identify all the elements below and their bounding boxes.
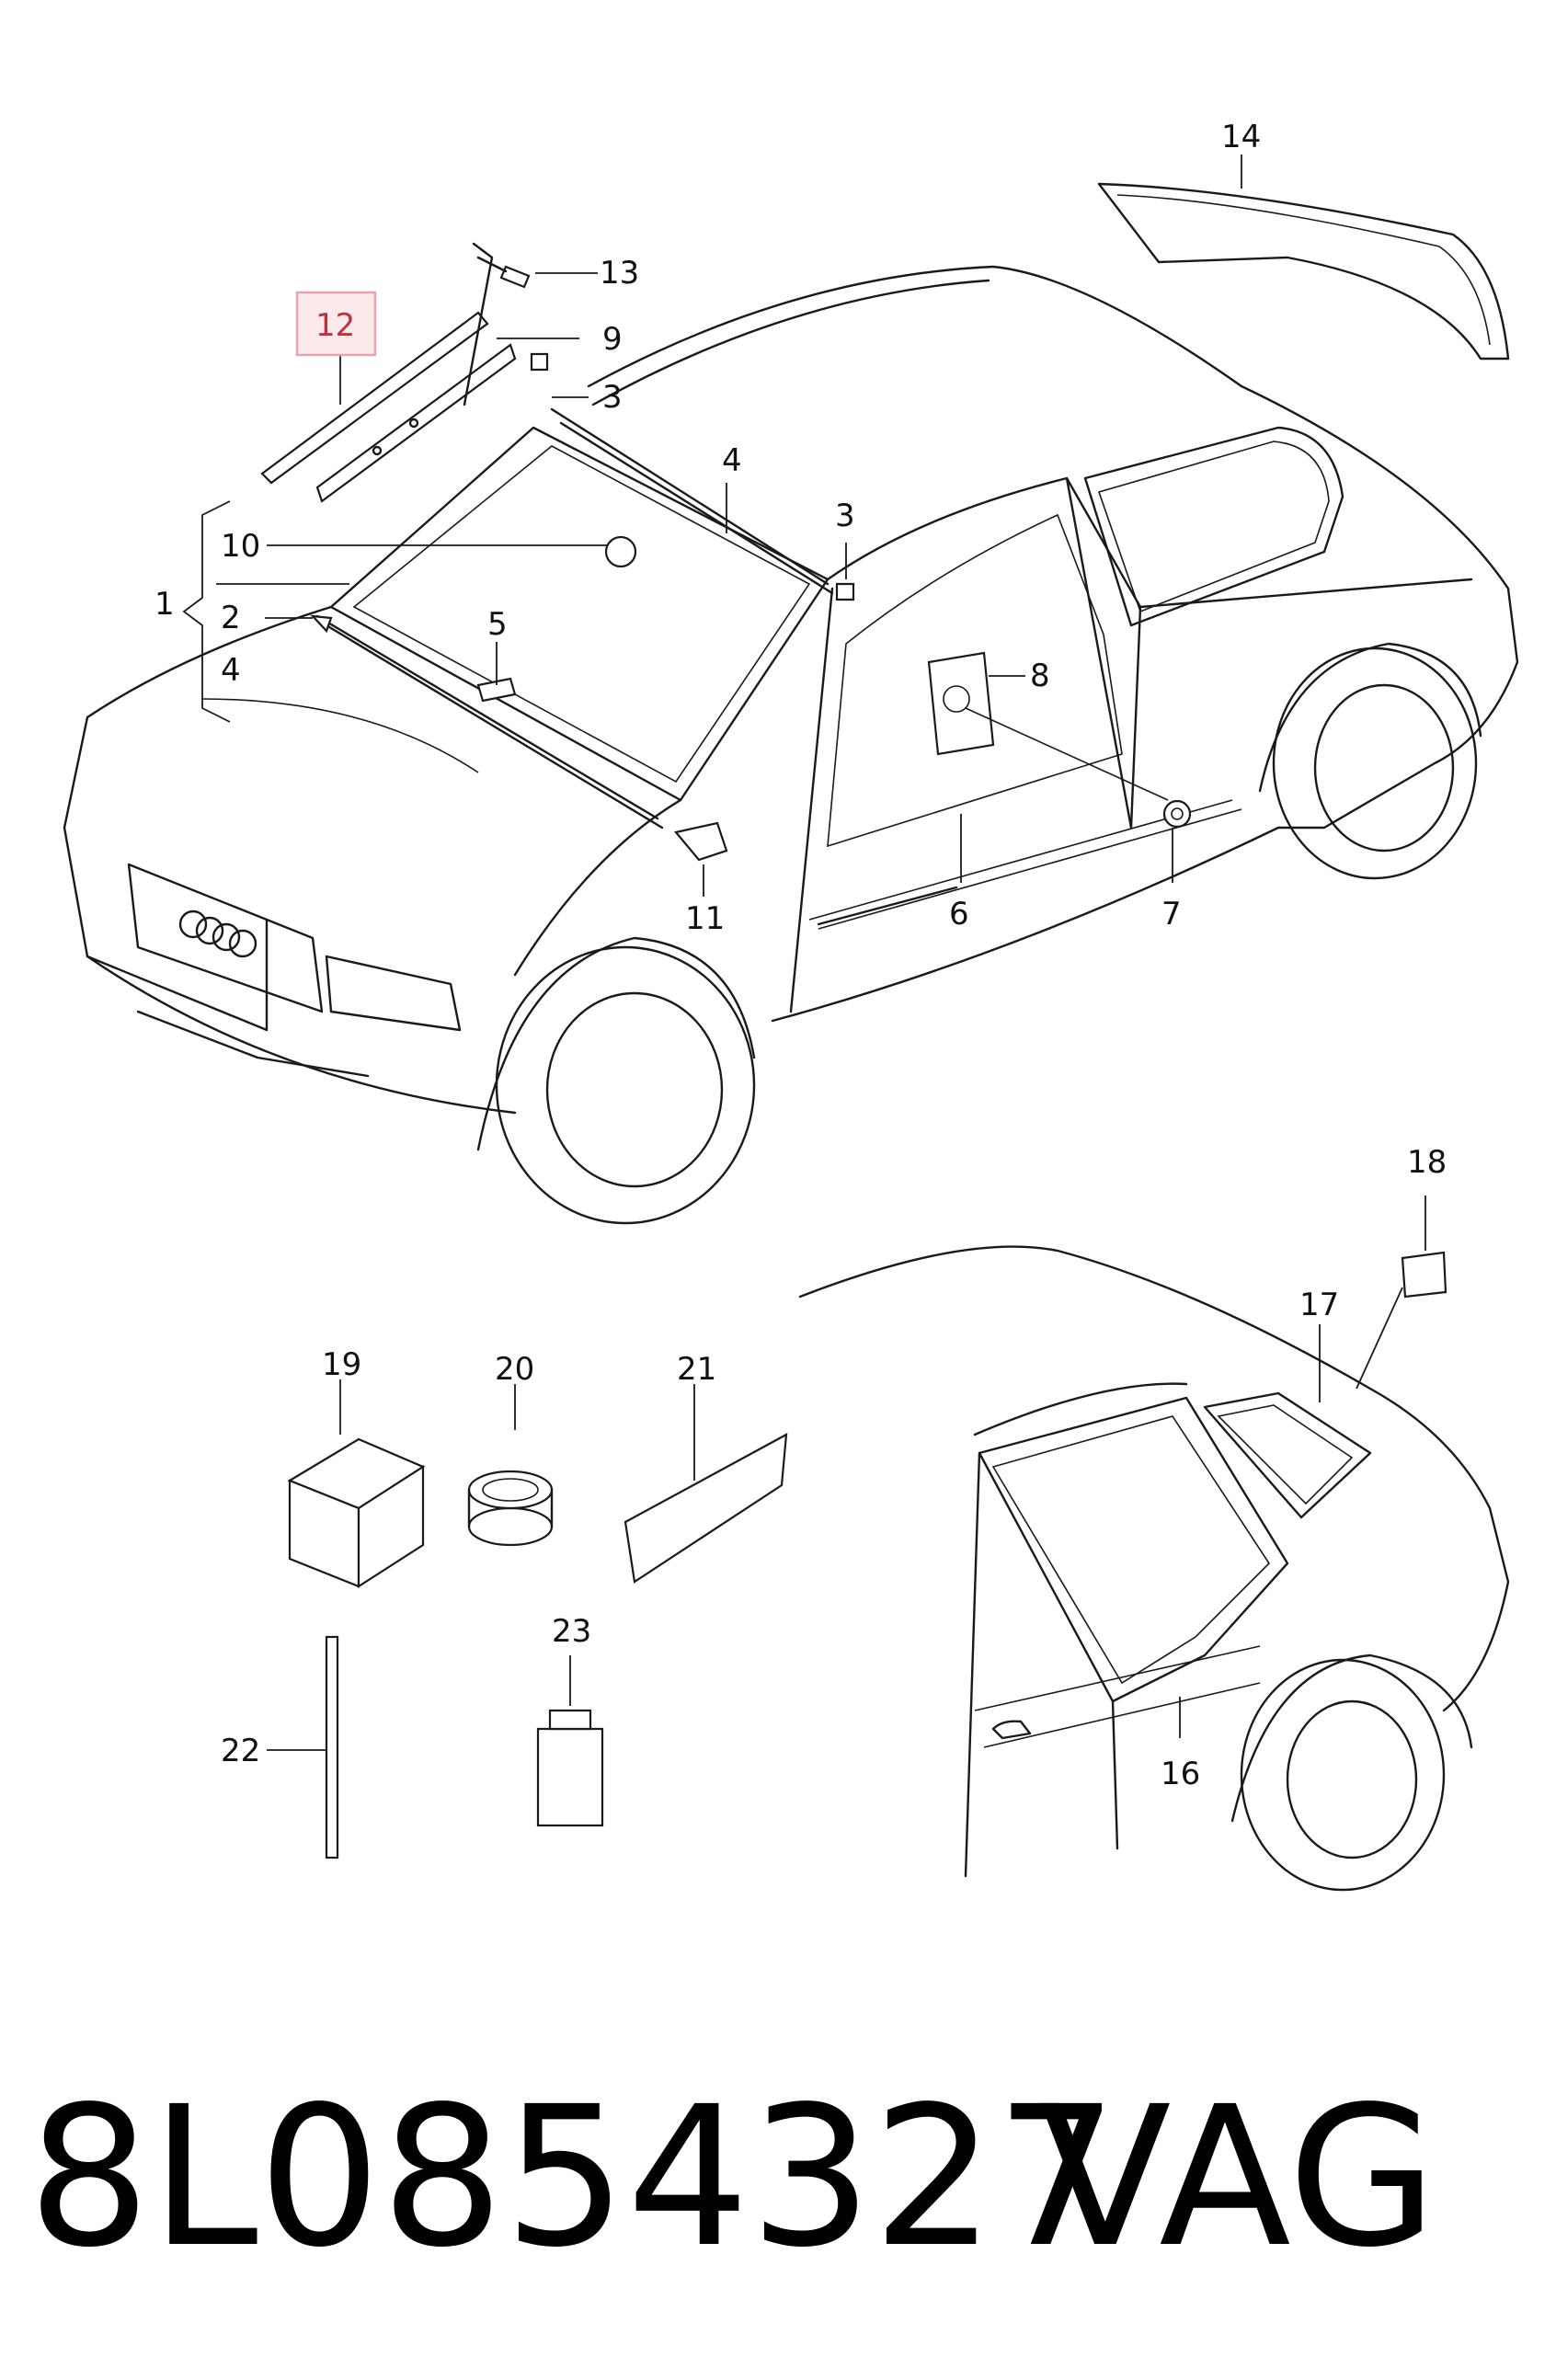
callout-14: 14 [1221,119,1261,155]
brand-label: VAG [1039,2065,1437,2290]
callout-19: 19 [322,1346,361,1383]
callout-7: 7 [1161,896,1182,933]
roof-trim-parts [260,242,1192,829]
callout-8: 8 [1030,658,1050,694]
callout-6: 6 [949,896,969,933]
callout-1: 1 [154,586,175,623]
leader-lines-top [182,154,1242,897]
leader-lines-bottom [1179,1196,1426,1738]
callout-17: 17 [1299,1287,1339,1323]
callout-11: 11 [685,900,725,937]
accessory-parts [267,1379,788,1859]
callout-12: 12 [315,307,355,344]
rear-window-glass [1097,182,1510,360]
callout-9: 9 [602,321,623,358]
callout-16: 16 [1161,1756,1200,1792]
callout-18: 18 [1407,1144,1447,1181]
callout-5: 5 [487,606,508,643]
callout-21: 21 [677,1351,716,1388]
part-number: 8L0854327 [28,2065,1118,2290]
callout-2: 2 [221,600,241,636]
callout-23: 23 [552,1613,591,1650]
car-front-view [63,265,1519,1225]
callout-13: 13 [600,255,639,292]
callout-3-top: 3 [602,379,623,416]
callout-10: 10 [221,528,260,565]
car-rear-view [798,1245,1510,1892]
callout-4-top: 4 [722,442,742,479]
callout-22: 22 [221,1733,260,1769]
callout-4-left: 4 [221,652,241,689]
callout-20: 20 [495,1351,534,1388]
highlight-box-12 [295,291,377,357]
callout-3-mid: 3 [835,498,855,534]
